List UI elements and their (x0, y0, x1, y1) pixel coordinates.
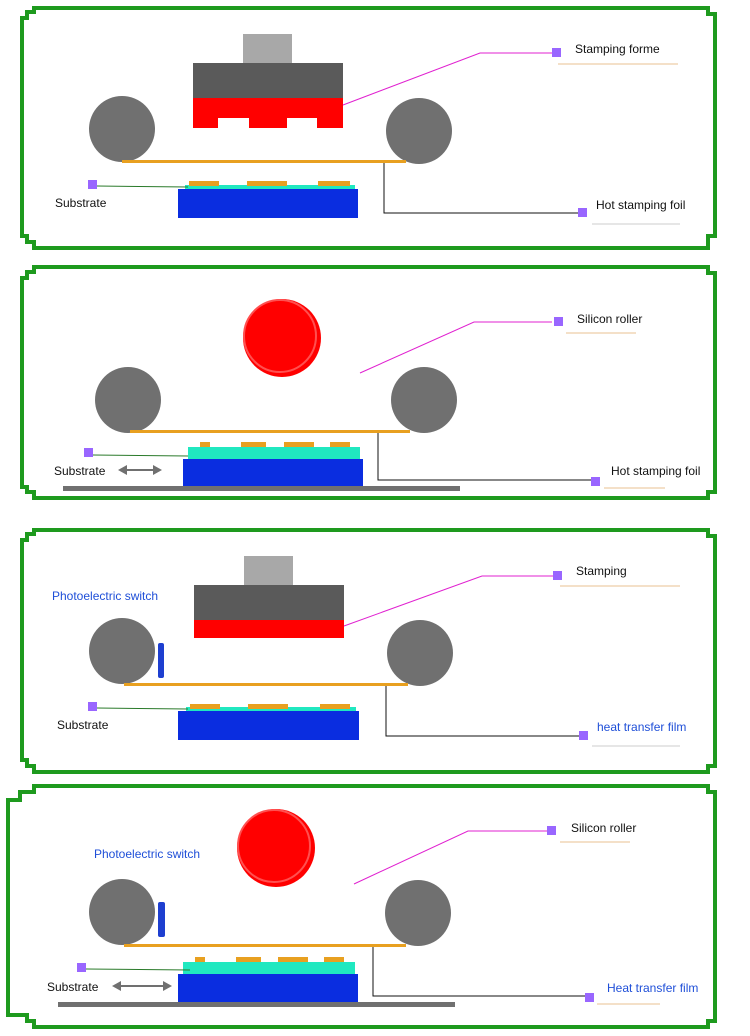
substrate-pointer-line (92, 454, 189, 457)
panel-2 (20, 265, 717, 500)
stamping-forme-body (194, 585, 344, 620)
left-roller (89, 96, 155, 162)
panel-3-label-photoelectric-switch: Photoelectric switch (52, 589, 159, 603)
stamping-forme-top-block (244, 556, 293, 585)
forme-pointer-line (343, 575, 555, 627)
substrate-pointer-line (96, 185, 189, 188)
substrate-pointer-line (96, 707, 189, 710)
right-roller (387, 620, 453, 686)
heat-transfer-film-strip (124, 944, 406, 947)
substrate-block (178, 189, 358, 218)
right-roller (391, 367, 457, 433)
panel-3 (20, 528, 717, 774)
panel-1-frame (20, 6, 717, 250)
foil-patch-1 (195, 957, 205, 962)
conveyor-base (58, 1002, 455, 1007)
substrate-marker (88, 180, 97, 189)
silicon-roller (237, 809, 315, 887)
substrate-pointer-line (85, 968, 191, 971)
panel-2-label-silicon-roller: Silicon roller (577, 312, 643, 326)
double-arrow-icon (118, 465, 162, 475)
left-roller (89, 618, 155, 684)
panel-4 (6, 784, 717, 1029)
photoelectric-switch (158, 643, 164, 678)
foil-patch-3 (278, 957, 308, 962)
foil-patch-3 (318, 181, 350, 186)
panel-2-label-substrate: Substrate (54, 464, 106, 478)
film-pointer-line (372, 947, 587, 997)
foil-patch-2 (247, 181, 287, 186)
roller-pointer-line (353, 830, 547, 885)
panel-3-label-substrate: Substrate (57, 718, 109, 732)
film-marker (579, 731, 588, 740)
right-roller (385, 880, 451, 946)
silicon-roller-highlight (237, 809, 311, 883)
stamping-forme-body (193, 63, 343, 98)
foil-patch-1 (189, 181, 219, 186)
double-arrow-icon (112, 981, 172, 991)
foil-patch-3 (320, 704, 350, 709)
panel-2-frame (20, 265, 717, 500)
panel-4-frame (6, 784, 717, 1029)
roller-marker (547, 826, 556, 835)
forme-marker (553, 571, 562, 580)
foil-pointer-line (383, 163, 580, 214)
foil-patch-2 (248, 704, 288, 709)
foil-patch-3 (284, 442, 314, 447)
roller-pointer-line (359, 321, 552, 374)
substrate-block (183, 459, 363, 486)
foil-patch-4 (324, 957, 344, 962)
foil-patch-2 (236, 957, 261, 962)
panel-4-label-photoelectric-switch: Photoelectric switch (94, 847, 201, 861)
panel-4-label-substrate: Substrate (47, 980, 99, 994)
panel-1-label-foil: Hot stamping foil (596, 198, 686, 212)
cyan-layer (188, 447, 360, 459)
panel-1 (20, 6, 717, 250)
stamping-forme-red-teeth (193, 98, 343, 128)
heat-transfer-film-strip (124, 683, 408, 686)
stamping-forme-red-plate (194, 620, 344, 638)
substrate-block (178, 974, 358, 1002)
panel-3-frame (20, 528, 717, 774)
cyan-layer (183, 962, 355, 974)
panel-1-label-stamping-forme: Stamping forme (575, 42, 660, 56)
silicon-roller (243, 299, 321, 377)
cyan-layer (185, 185, 355, 189)
foil-pointer-line (377, 433, 593, 481)
substrate-marker (88, 702, 97, 711)
hot-stamping-foil-strip (130, 430, 410, 433)
substrate-block (178, 711, 359, 740)
forme-pointer-line (342, 52, 555, 106)
stamping-forme-top-block (243, 34, 292, 63)
foil-patch-4 (330, 442, 350, 447)
foil-marker (591, 477, 600, 486)
photoelectric-switch (158, 902, 165, 937)
panel-4-label-film: Heat transfer film (607, 981, 699, 995)
right-roller (386, 98, 452, 164)
hot-stamping-foil-strip (122, 160, 406, 163)
substrate-marker (77, 963, 86, 972)
film-pointer-line (385, 686, 581, 737)
substrate-marker (84, 448, 93, 457)
panel-3-label-stamping: Stamping (576, 564, 627, 578)
silicon-roller-highlight (243, 299, 317, 373)
foil-patch-1 (200, 442, 210, 447)
panel-2-label-foil: Hot stamping foil (611, 464, 701, 478)
forme-marker (552, 48, 561, 57)
left-roller (95, 367, 161, 433)
foil-patch-2 (241, 442, 266, 447)
panel-3-label-film: heat transfer film (597, 720, 687, 734)
conveyor-base (63, 486, 460, 491)
foil-marker (578, 208, 587, 217)
film-marker (585, 993, 594, 1002)
roller-marker (554, 317, 563, 326)
panel-1-label-substrate: Substrate (55, 196, 107, 210)
foil-patch-1 (190, 704, 220, 709)
panel-4-label-silicon-roller: Silicon roller (571, 821, 637, 835)
left-roller (89, 879, 155, 945)
